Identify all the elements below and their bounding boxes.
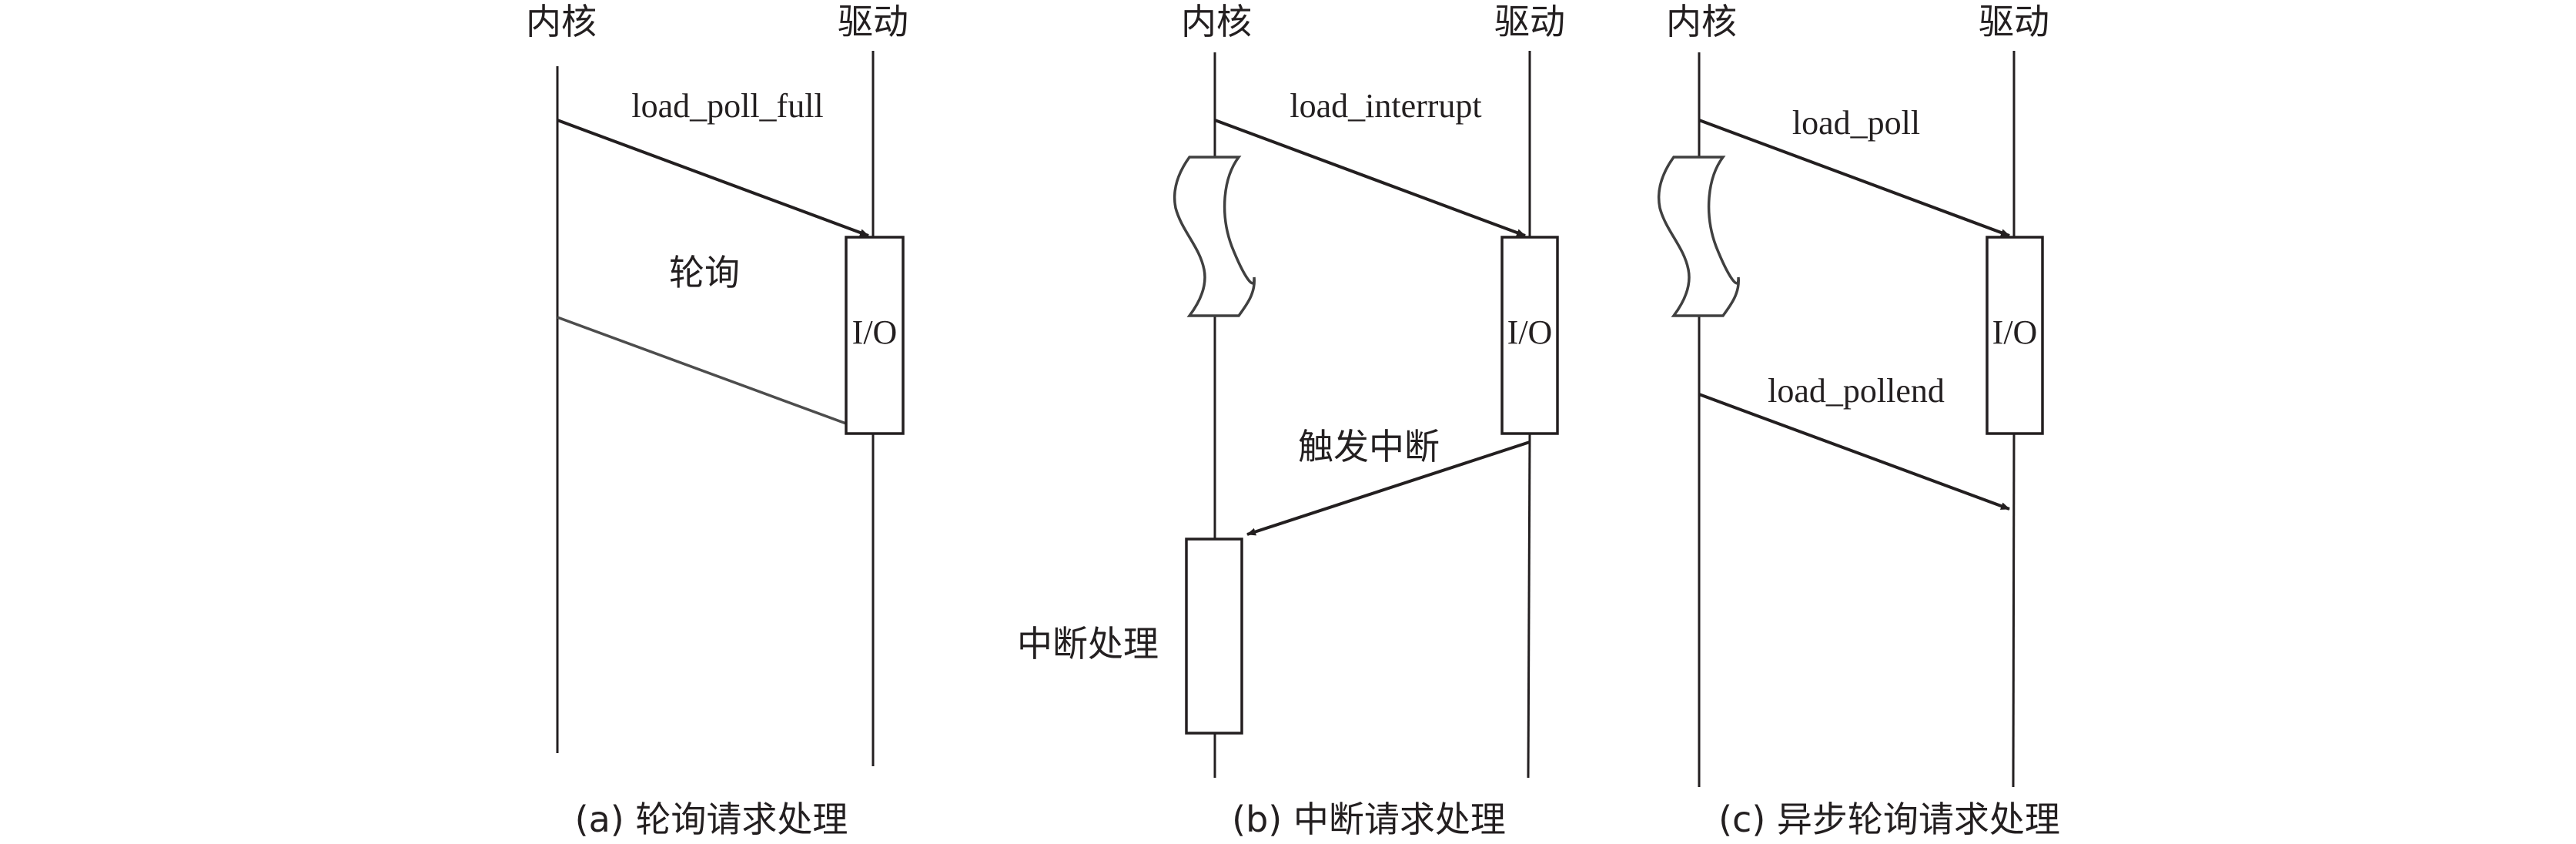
- io-activation-box: [1500, 236, 1559, 435]
- break-symbol-icon: [1658, 156, 1740, 317]
- lifeline-label-driver: 驱动: [1494, 1, 1565, 42]
- message-label-load-poll: load_poll: [1792, 104, 1920, 142]
- message-arrow-load-pollend: [1698, 393, 2010, 511]
- io-label: I/O: [1507, 313, 1553, 351]
- lifeline-label-kernel: 内核: [526, 1, 597, 42]
- message-arrow-load-poll-full: [557, 119, 869, 237]
- caption-b: (b) 中断请求处理: [1232, 799, 1506, 840]
- caption-a: (a) 轮询请求处理: [575, 799, 848, 840]
- interrupt-handler-box: [1185, 538, 1243, 735]
- message-label-trigger-interrupt: 触发中断: [1298, 426, 1440, 467]
- message-arrow-load-interrupt: [1214, 119, 1526, 237]
- driver-lifeline-bottom: [2012, 433, 2016, 788]
- lifeline-label-driver: 驱动: [1979, 1, 2049, 42]
- message-arrow-load-poll: [1698, 119, 2010, 237]
- panel-a-polling: 内核 驱动 load_poll_full 轮询 I/O (a) 轮询请求处理: [526, 1, 908, 840]
- io-label: I/O: [1992, 313, 2038, 351]
- panel-b-interrupt: 内核 驱动 load_interrupt I/O 触发中断 中断处理 (b) 中…: [1017, 1, 1565, 840]
- polling-return-line: [557, 316, 847, 425]
- break-symbol-icon: [1173, 156, 1256, 317]
- polling-label: 轮询: [669, 252, 740, 293]
- message-label-load-pollend: load_pollend: [1768, 372, 1945, 410]
- io-activation-box: [1986, 236, 2044, 435]
- panel-c-async-polling: 内核 驱动 load_poll I/O load_pollend (c) 异步轮…: [1658, 1, 2060, 840]
- lifeline-label-kernel: 内核: [1666, 1, 1737, 42]
- io-activation-box: [845, 236, 905, 435]
- lifeline-label-driver: 驱动: [838, 1, 908, 42]
- caption-c: (c) 异步轮询请求处理: [1718, 799, 2060, 840]
- message-label-load-interrupt: load_interrupt: [1290, 87, 1481, 125]
- message-arrow-trigger-interrupt: [1246, 440, 1531, 536]
- lifeline-label-kernel: 内核: [1181, 1, 1252, 42]
- interrupt-handler-label: 中断处理: [1017, 623, 1159, 665]
- driver-lifeline-bottom: [1527, 433, 1531, 779]
- message-label-load-poll-full: load_poll_full: [631, 87, 823, 125]
- io-label: I/O: [852, 313, 898, 351]
